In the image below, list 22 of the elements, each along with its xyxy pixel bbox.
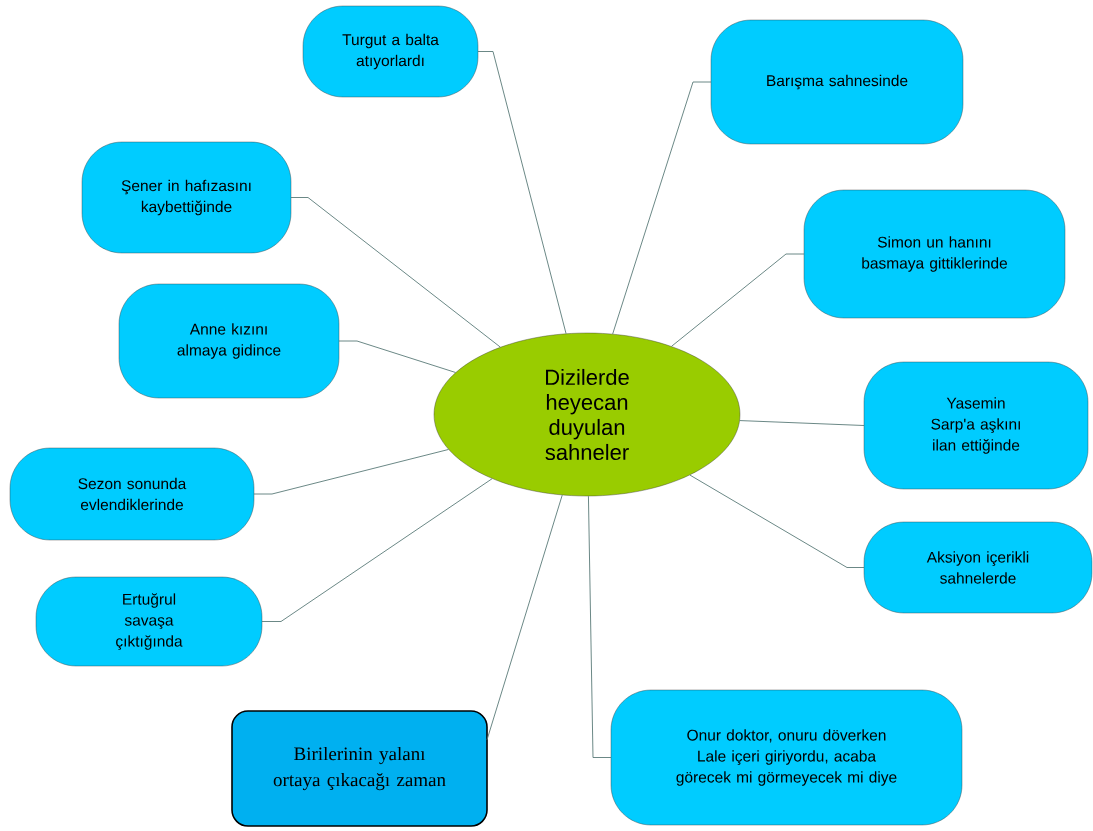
connector-line (253, 449, 449, 495)
connector-line (739, 420, 865, 426)
scene-box: Sezon sonunda evlendiklerinde (9, 447, 255, 541)
scene-box: Anne kızını almaya gidince (118, 283, 340, 399)
scene-box: Birilerinin yalanı ortaya çıkacağı zaman (231, 710, 488, 827)
connector-line (290, 197, 501, 348)
connector-line (338, 340, 457, 373)
scene-box: Şener in hafızasını kaybettiğinde (81, 141, 292, 254)
connector-line (486, 494, 563, 741)
scene-box: Onur doktor, onuru döverken Lale içeri giriyordu, acaba görecek mi görmeyecek mi diye (610, 689, 963, 826)
scene-box: Turgut a balta atıyorlardı (302, 5, 479, 98)
connector-line (587, 495, 612, 758)
scene-box: Yasemin Sarp'a aşkını ilan ettiğinde (863, 361, 1089, 490)
scene-box: Barışma sahnesinde (710, 19, 964, 145)
connector-line (477, 51, 567, 335)
connector-line (612, 81, 712, 335)
connector-line (671, 253, 805, 347)
scene-box: Aksiyon içerikli sahnelerde (863, 521, 1093, 614)
connector-line (689, 474, 865, 568)
scene-box: Simon un hanını basmaya gittiklerinde (803, 189, 1066, 319)
scene-box: Ertuğrul savaşa çıktığında (35, 576, 263, 667)
connector-line (261, 478, 493, 622)
